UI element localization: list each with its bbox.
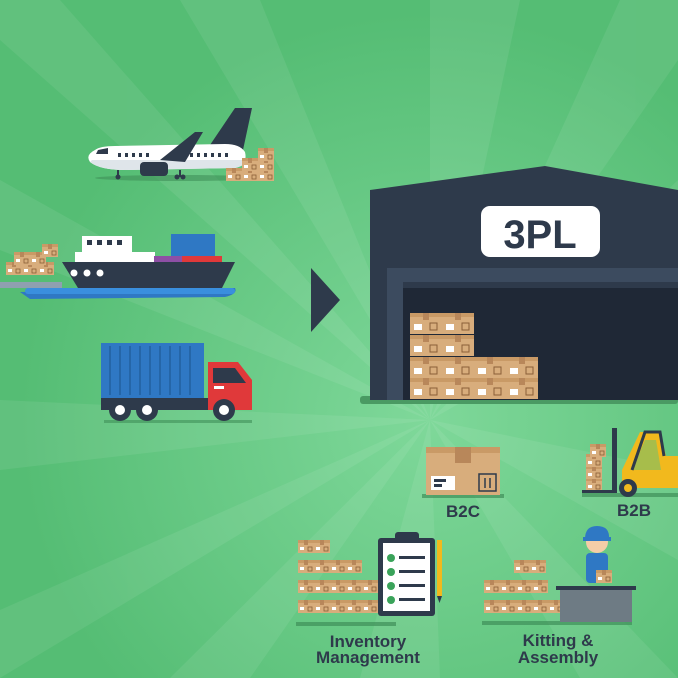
assembly-table [560, 588, 632, 622]
warehouse-sign [481, 206, 600, 257]
b2b-service: B2B [582, 428, 678, 520]
airplane-icon [88, 108, 265, 181]
b2c-box-icon [426, 447, 500, 495]
b2b-label: B2B [617, 501, 651, 520]
b2b-forklift-icon [582, 428, 678, 497]
kitting-label-line1: Kitting & [523, 631, 594, 650]
warehouse-3pl: 3PL [360, 166, 678, 404]
container-truck-icon [101, 343, 252, 423]
kitting-assembly-service: Kitting & Assembly [482, 526, 636, 667]
flow-arrow-icon [311, 268, 340, 332]
cargo-ship-icon [0, 234, 236, 299]
worker-icon [583, 526, 613, 584]
checklist-clipboard-icon [378, 532, 442, 616]
inventory-label-line1: Inventory [330, 632, 407, 651]
b2c-service: B2C [422, 447, 504, 521]
inventory-label-line2: Management [316, 648, 420, 667]
warehouse-sign-label: 3PL [503, 213, 576, 257]
kitting-label-line2: Assembly [518, 648, 599, 667]
b2c-label: B2C [446, 502, 480, 521]
inventory-management-service: Inventory Management [296, 532, 442, 667]
